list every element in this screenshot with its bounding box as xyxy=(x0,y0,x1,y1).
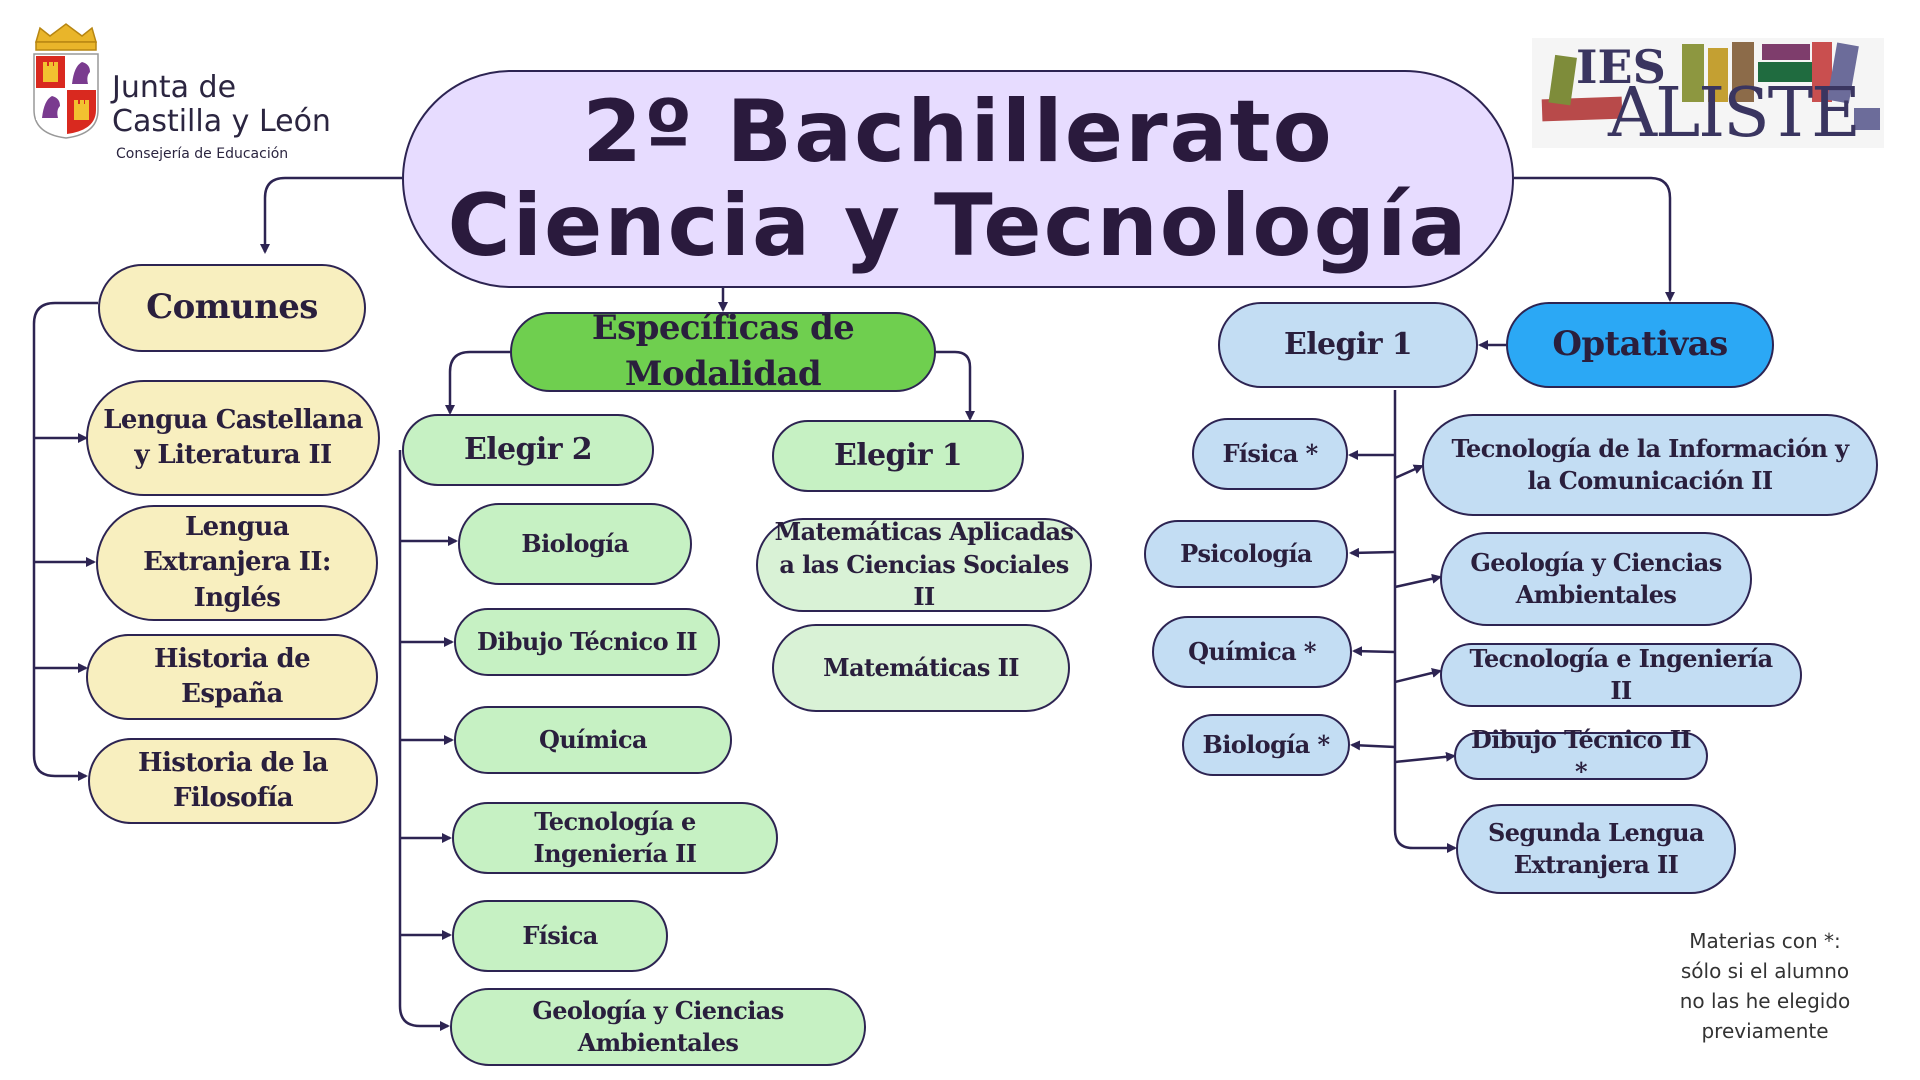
optativas-header: Optativas xyxy=(1506,302,1774,388)
junta-line2: Castilla y León xyxy=(112,104,331,139)
elegir2-item: Biología xyxy=(458,503,692,585)
especificas-elegir1: Elegir 1 xyxy=(772,420,1024,492)
optativas-elegir1-item: Biología * xyxy=(1182,714,1350,776)
junta-line1: Junta de xyxy=(112,70,237,105)
optativas-elegir1-item: Psicología xyxy=(1144,520,1348,588)
footnote-line: previamente xyxy=(1701,1019,1829,1043)
main-title-box: 2º Bachillerato Ciencia y Tecnología xyxy=(402,70,1514,288)
especificas-elegir2: Elegir 2 xyxy=(402,414,654,486)
ies-aliste-logo: IES ALISTE xyxy=(1532,38,1884,148)
optativas-item: Segunda Lengua Extranjera II xyxy=(1456,804,1736,894)
books-icon xyxy=(1541,42,1880,130)
optativas-item: Dibujo Técnico II * xyxy=(1454,725,1708,786)
elegir2-item: Química xyxy=(454,706,732,774)
ies-text: IES xyxy=(1576,40,1666,94)
especificas-header: Específicas de Modalidad xyxy=(510,308,936,394)
footnote-line: no las he elegido xyxy=(1679,989,1851,1013)
title-line2: Ciencia y Tecnología xyxy=(447,176,1469,276)
elegir2-item: Dibujo Técnico II xyxy=(454,608,720,676)
junta-line3: Consejería de Educación xyxy=(116,146,289,162)
footnote-line: Materias con *: xyxy=(1689,929,1841,953)
title-line1: 2º Bachillerato xyxy=(582,82,1334,182)
optativas-item: Tecnología e Ingeniería II xyxy=(1440,643,1802,707)
comunes-item: Historia de España xyxy=(86,634,378,720)
optativas-item: Tecnología de la Información y la Comuni… xyxy=(1422,414,1878,516)
footnote: Materias con *: sólo si el alumno no las… xyxy=(1640,926,1890,1046)
elegir2-item: Geología y Ciencias Ambientales xyxy=(450,988,866,1066)
elegir1-item: Matemáticas II xyxy=(772,624,1070,712)
optativas-elegir1-item: Química * xyxy=(1152,616,1352,688)
aliste-text: ALISTE xyxy=(1608,74,1861,148)
comunes-item: Lengua Extranjera II: Inglés xyxy=(96,505,378,621)
elegir2-item: Tecnología e Ingeniería II xyxy=(452,802,778,874)
optativas-elegir1: Elegir 1 xyxy=(1218,302,1478,388)
footnote-line: sólo si el alumno xyxy=(1680,959,1850,983)
elegir2-item: Física xyxy=(452,900,668,972)
comunes-item: Historia de la Filosofía xyxy=(88,738,378,824)
comunes-item: Lengua Castellana y Literatura II xyxy=(86,380,380,496)
optativas-item: Geología y Ciencias Ambientales xyxy=(1440,532,1752,626)
elegir1-item: Matemáticas Aplicadas a las Ciencias Soc… xyxy=(756,517,1092,612)
castilla-leon-shield-icon xyxy=(33,23,99,139)
comunes-header: Comunes xyxy=(98,264,366,352)
optativas-elegir1-item: Física * xyxy=(1192,418,1348,490)
